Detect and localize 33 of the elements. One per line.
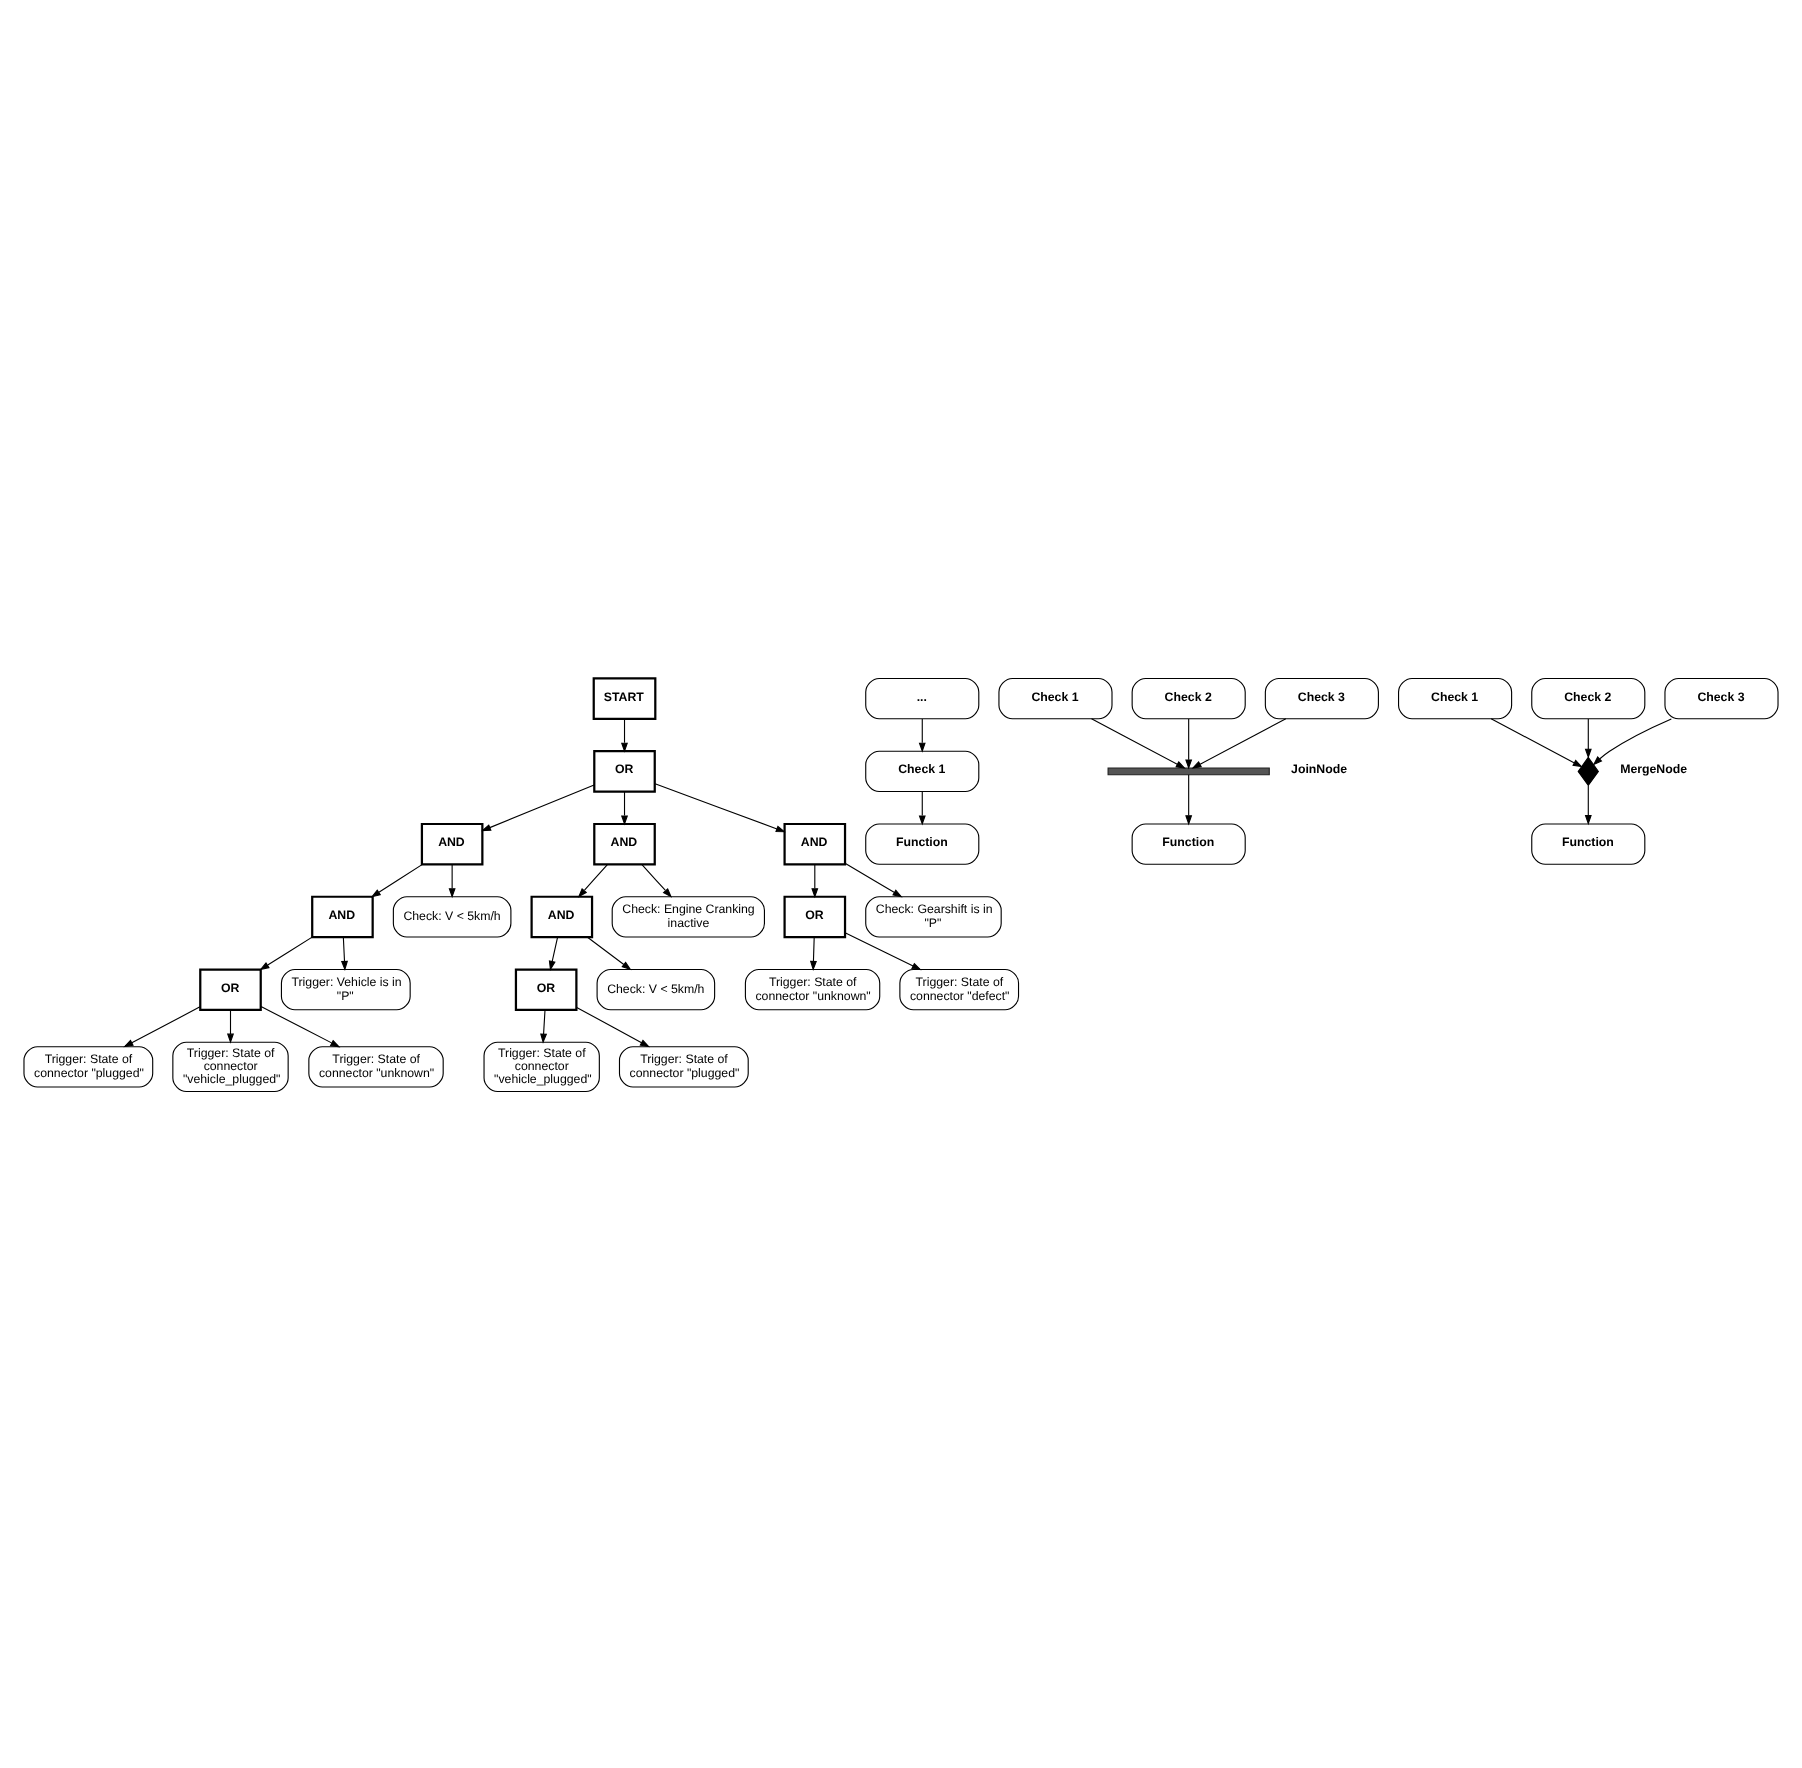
node-diamond xyxy=(1577,755,1600,786)
arrow xyxy=(123,1005,201,1047)
arrow xyxy=(641,863,673,897)
arrow xyxy=(1584,717,1592,758)
arrow xyxy=(1490,717,1583,767)
arrow xyxy=(1185,773,1193,825)
arrow xyxy=(1185,717,1193,769)
arrow xyxy=(918,790,926,825)
arrow xyxy=(1592,717,1672,765)
arrow xyxy=(1090,717,1186,768)
arrow xyxy=(654,782,786,832)
arrow xyxy=(1584,783,1592,825)
arrow xyxy=(340,935,348,970)
arrow xyxy=(540,1008,548,1043)
arrow xyxy=(259,935,313,970)
arrow xyxy=(844,861,903,897)
arrow xyxy=(811,863,819,898)
arrow xyxy=(548,935,559,970)
arrow xyxy=(576,1005,650,1047)
node-bar xyxy=(1107,766,1270,775)
arrow xyxy=(1191,717,1287,768)
arrow xyxy=(918,717,926,752)
arrow xyxy=(809,935,817,970)
arrow xyxy=(260,1004,341,1047)
arrow xyxy=(480,783,595,831)
arrow xyxy=(226,1008,235,1043)
arrow xyxy=(586,935,632,970)
arrow xyxy=(448,863,456,898)
arrow xyxy=(620,790,629,825)
arrow xyxy=(370,862,423,897)
arrow xyxy=(577,863,608,897)
arrow xyxy=(620,717,629,752)
arrow xyxy=(844,931,922,970)
